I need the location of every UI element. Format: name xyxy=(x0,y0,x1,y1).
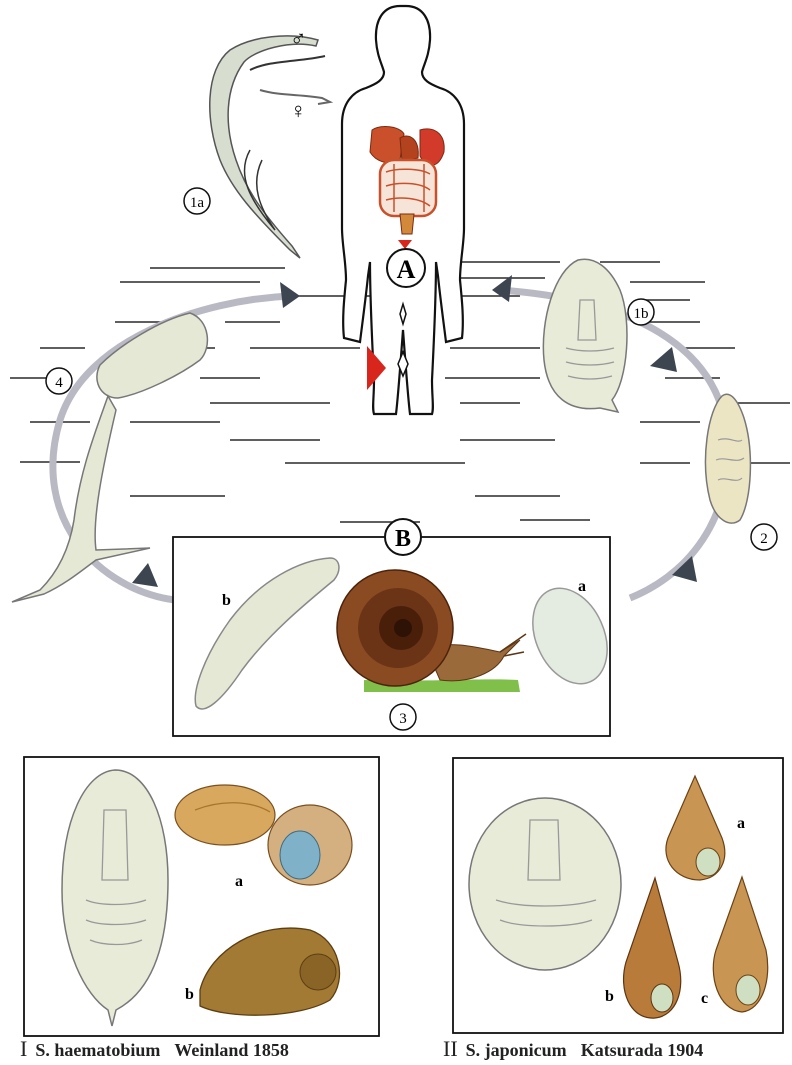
panel-i-snail-a-1 xyxy=(175,785,275,845)
panel-i-snail-b-label: b xyxy=(185,986,194,1003)
sporocyst-b-label: b xyxy=(222,592,231,609)
arrowhead-from-human xyxy=(492,275,512,302)
host-a-label: A xyxy=(397,255,416,284)
stage-3-label: 3 xyxy=(399,711,407,727)
panel-i-authority: Weinland 1858 xyxy=(174,1040,289,1060)
panel-ii-snail-c-label: c xyxy=(701,990,708,1007)
panel-ii-species: S. japonicum xyxy=(466,1040,567,1060)
panel-i-snail-a-2 xyxy=(268,805,352,885)
arrowhead-to-human xyxy=(280,282,300,308)
female-symbol-icon: ♀ xyxy=(290,98,307,123)
egg-1b xyxy=(543,259,627,412)
panel-ii-authority: Katsurada 1904 xyxy=(581,1040,704,1060)
stage-1a-label: 1a xyxy=(190,195,205,211)
panel-i-numeral: I xyxy=(20,1036,27,1061)
arrowhead-1b-to-2 xyxy=(650,347,677,372)
panel-ii-caption: II S. japonicum Katsurada 1904 xyxy=(443,1036,703,1062)
stage-4-label: 4 xyxy=(55,375,63,391)
host-b-label: B xyxy=(395,526,411,552)
panel-i-caption: I S. haematobium Weinland 1858 xyxy=(20,1036,289,1062)
panel-i-species: S. haematobium xyxy=(35,1040,160,1060)
panel-i-snail-a-label: a xyxy=(235,873,243,890)
adult-worm-pair xyxy=(210,36,330,258)
panel-ii-snail-a-label: a xyxy=(737,815,745,832)
egg-a-label: a xyxy=(578,578,586,595)
panel-ii-snail-b-label: b xyxy=(605,988,614,1005)
arrowhead-snail-to-4 xyxy=(132,563,158,587)
panel-ii-numeral: II xyxy=(443,1036,458,1061)
stage-1b-label: 1b xyxy=(634,306,649,322)
male-symbol-icon: ♂ xyxy=(290,26,307,51)
panel-ii-egg xyxy=(469,798,621,970)
miracidium-2 xyxy=(706,394,751,523)
stage-2-label: 2 xyxy=(760,531,768,547)
